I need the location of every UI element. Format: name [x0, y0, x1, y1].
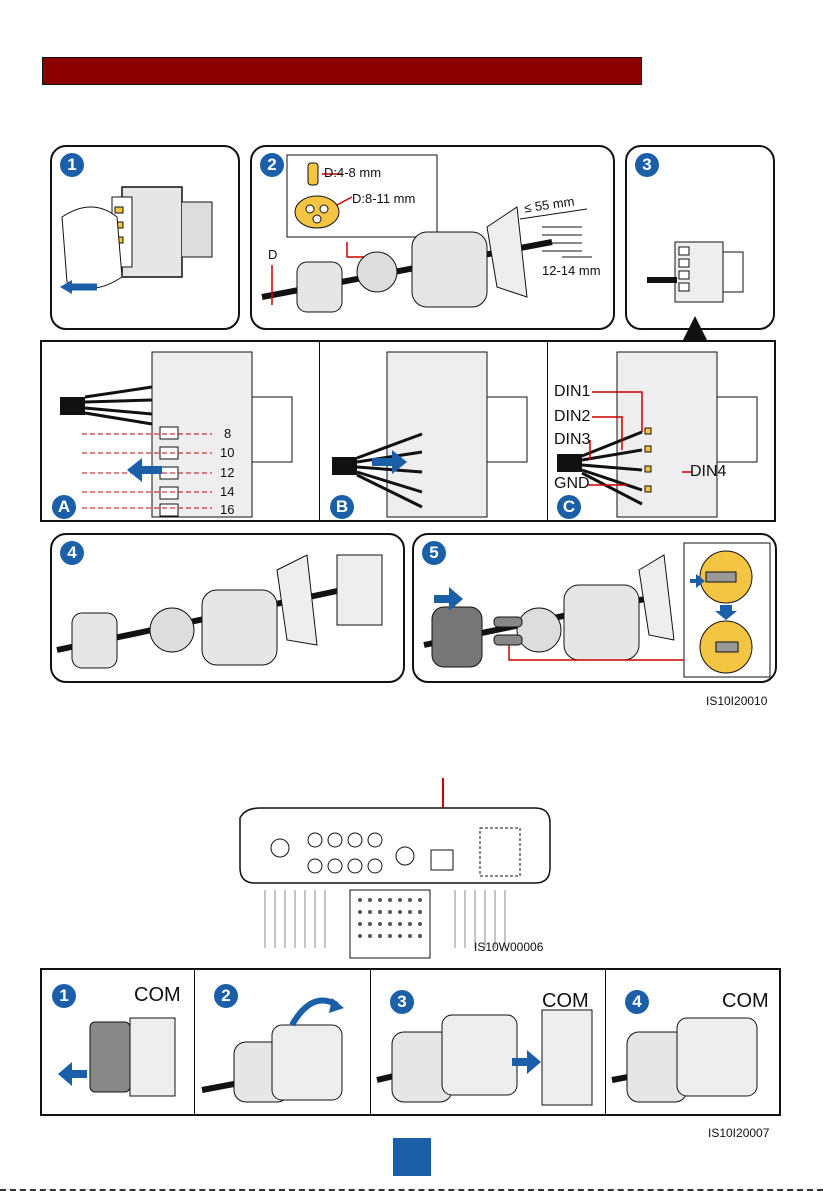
com-connection-strip: 1 2 3 4 COM COM COM — [40, 968, 781, 1116]
step-4-panel: 4 — [50, 533, 405, 683]
step-badge: 4 — [625, 990, 649, 1014]
step-badge: 2 — [214, 984, 238, 1008]
gland-small-diameter-label: D:4-8 mm — [324, 165, 381, 180]
sub-step-badge: A — [52, 495, 76, 519]
gland-assembly-illustration — [52, 535, 405, 683]
terminal-number: 14 — [220, 484, 234, 499]
din2-label: DIN2 — [554, 408, 590, 426]
step-badge: 1 — [60, 153, 84, 177]
terminal-number: 10 — [220, 445, 234, 460]
gland-large-diameter-label: D:8-11 mm — [352, 191, 415, 206]
terminal-number: 12 — [220, 465, 234, 480]
figure-code: IS10I20007 — [708, 1126, 769, 1140]
step-2-panel: 2 D:4-8 mm D:8-11 mm D ≤ 55 mm 12-14 mm — [250, 145, 615, 330]
gnd-label: GND — [554, 475, 590, 493]
din3-label: DIN3 — [554, 431, 590, 449]
figure-code: IS10W00006 — [474, 940, 543, 954]
terminal-wiring-illustrations — [42, 342, 778, 524]
step-5-panel: 5 — [412, 533, 777, 683]
section-header-bar — [42, 57, 642, 85]
terminal-number: 16 — [220, 502, 234, 517]
wiring-panel: A B C 8 10 12 14 16 DIN1 DIN2 DIN3 DIN4 … — [40, 340, 776, 522]
terminal-number: 8 — [224, 426, 231, 441]
step-badge: 3 — [635, 153, 659, 177]
inverter-bottom-view-illustration — [230, 778, 560, 963]
com-label: COM — [542, 990, 589, 1013]
cable-diameter-label: D — [268, 247, 277, 262]
step-1-panel: 1 — [50, 145, 240, 330]
sub-step-badge: C — [557, 495, 581, 519]
conductor-strip-label: 12-14 mm — [542, 263, 601, 278]
step-badge: 5 — [422, 541, 446, 565]
com-label: COM — [134, 984, 181, 1007]
cable-gland-assembly-illustration — [252, 147, 615, 330]
step-3-panel: 3 — [625, 145, 775, 330]
page-number-box — [393, 1138, 431, 1176]
din4-label: DIN4 — [690, 463, 726, 481]
sub-step-badge: B — [330, 495, 354, 519]
step-badge: 3 — [390, 990, 414, 1014]
step-badge: 1 — [52, 984, 76, 1008]
step-badge: 2 — [260, 153, 284, 177]
din1-label: DIN1 — [554, 383, 590, 401]
gland-tighten-illustration — [414, 535, 777, 683]
step-badge: 4 — [60, 541, 84, 565]
com-label: COM — [722, 990, 769, 1013]
connector-unplug-illustration — [52, 147, 240, 330]
figure-code: IS10I20010 — [706, 694, 767, 708]
pointer-triangle-icon — [665, 316, 725, 340]
